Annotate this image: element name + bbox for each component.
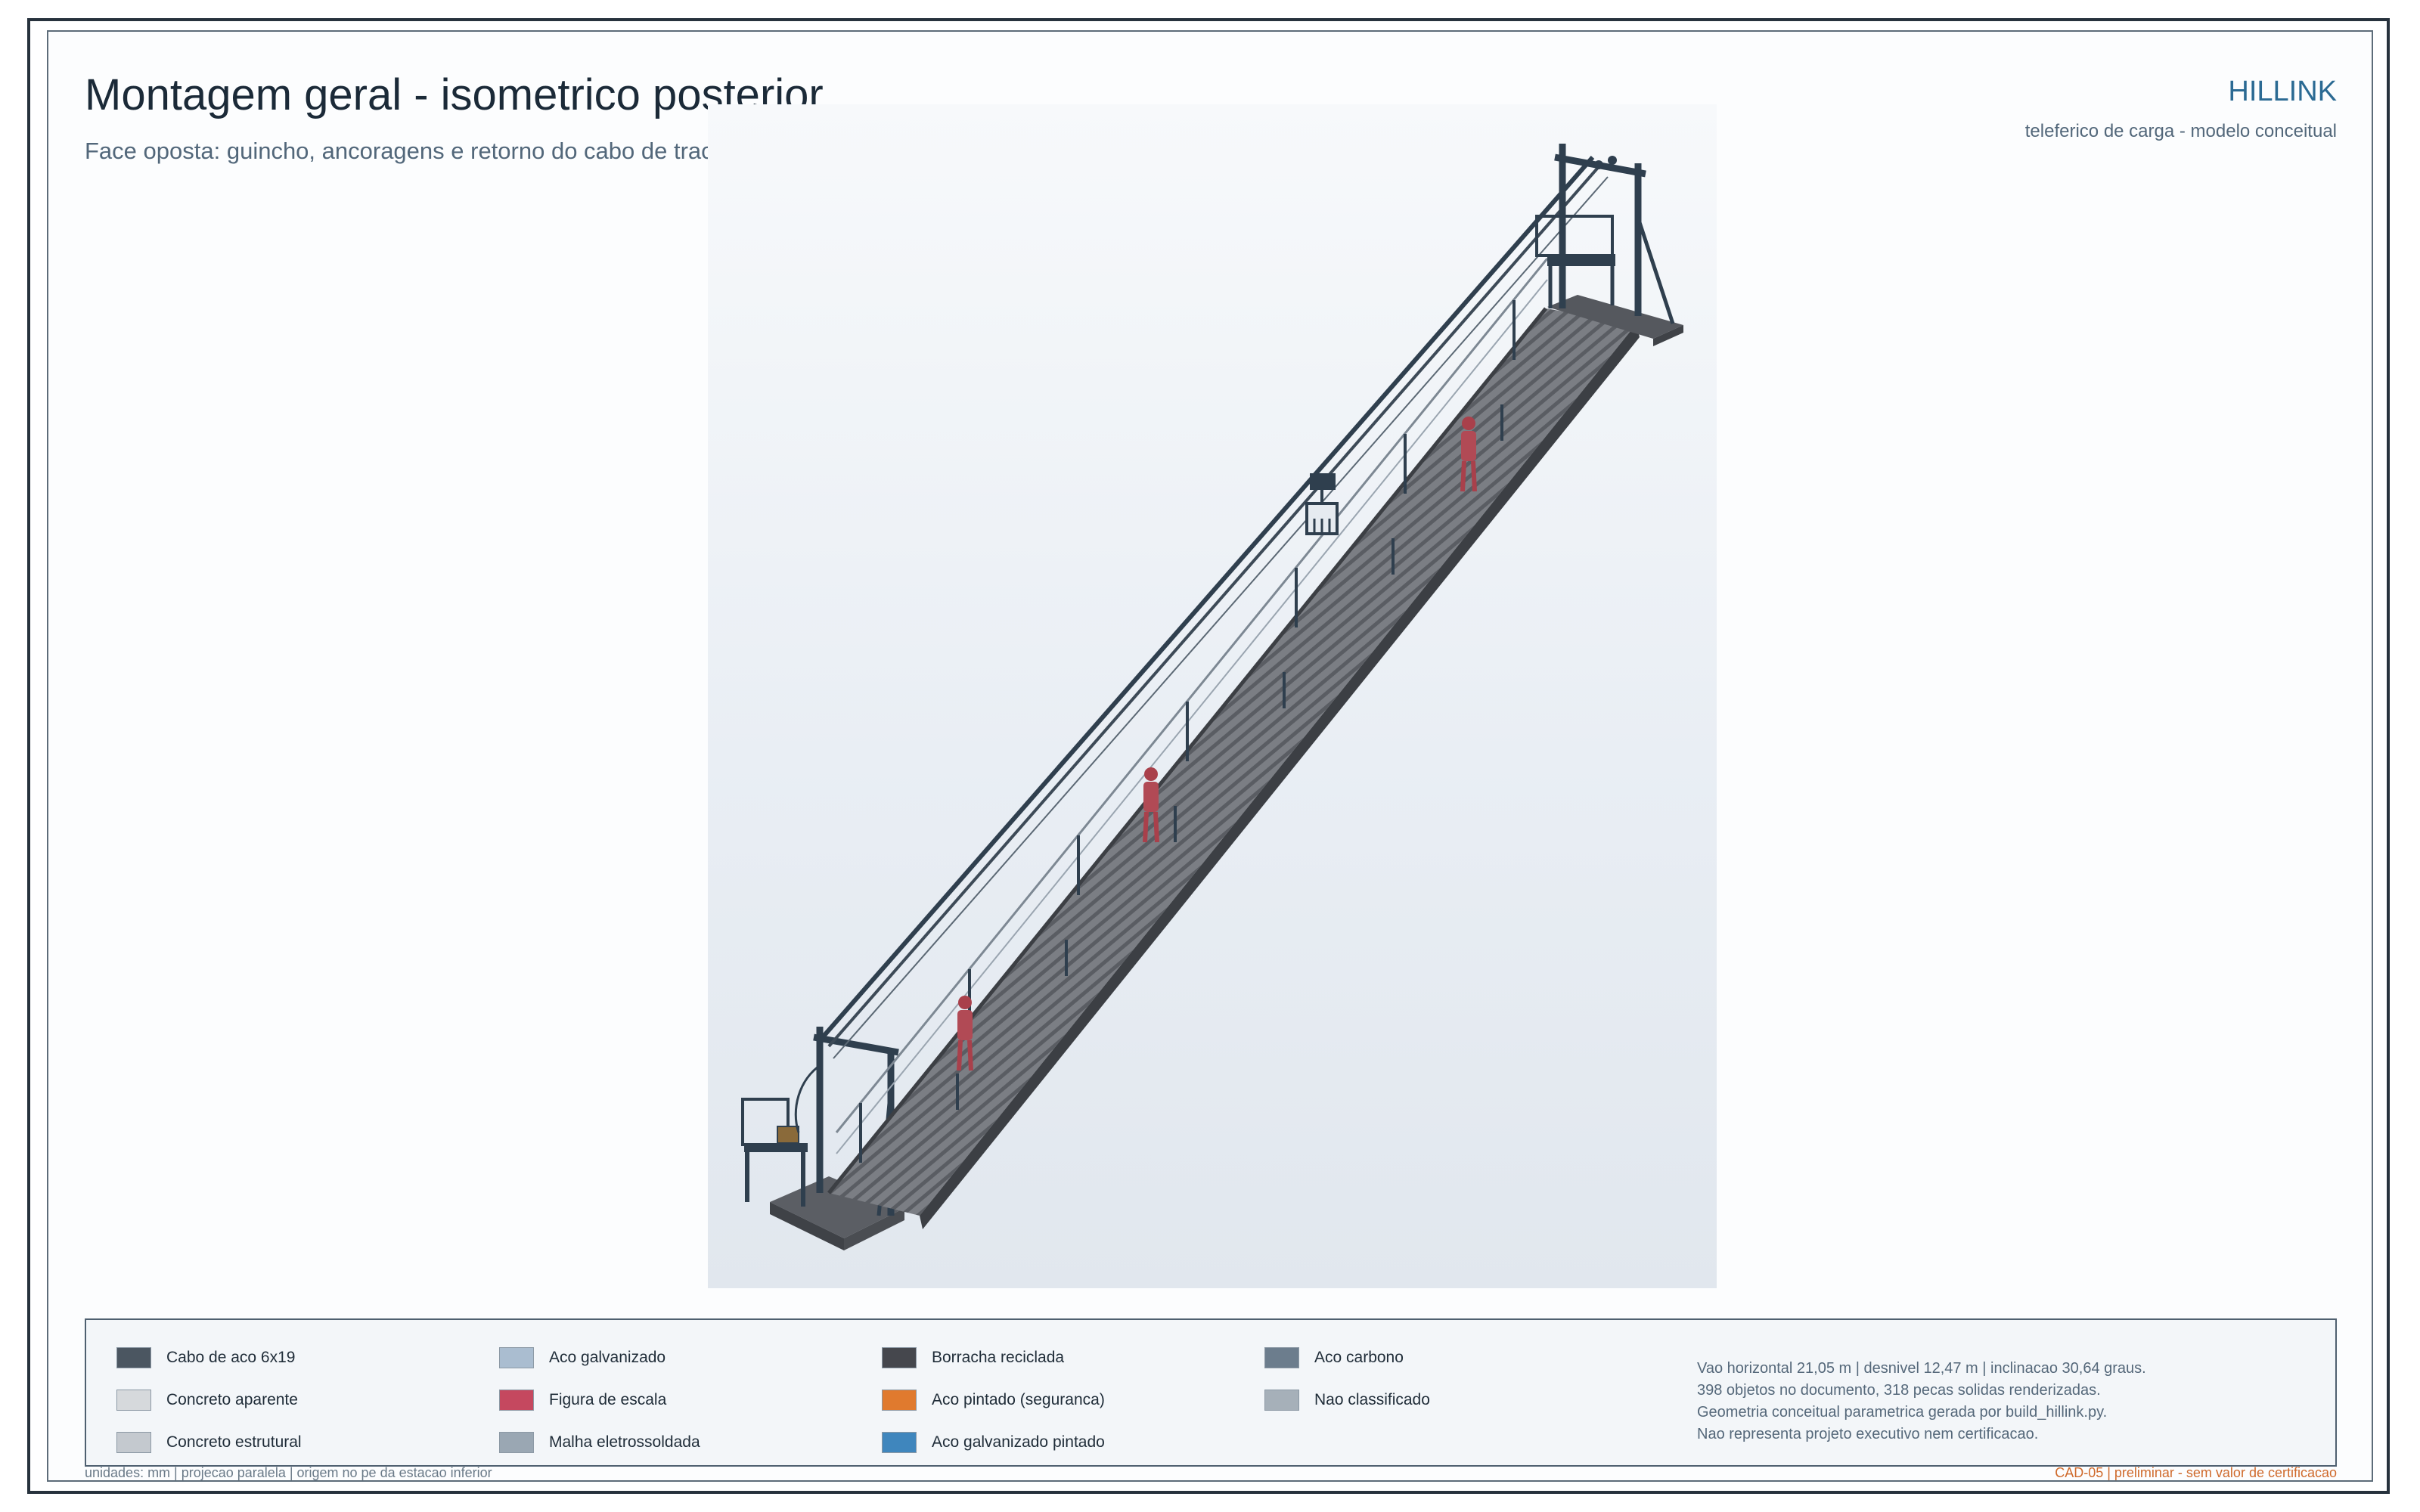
legend-swatch: [882, 1390, 917, 1411]
legend-label: Concreto estrutural: [166, 1433, 302, 1451]
upper-station: [1535, 144, 1683, 346]
stair-treads: [829, 308, 1637, 1216]
legend-item: Concreto estrutural: [116, 1432, 302, 1453]
brand-name: HILLINK: [2228, 76, 2337, 107]
drawing-title: Montagem geral - isometrico posterior: [85, 70, 824, 119]
legend-item: Aco carbono: [1264, 1347, 1404, 1368]
return-cable: [827, 162, 1603, 1048]
legend-item: Figura de escala: [499, 1390, 666, 1411]
legend-swatch: [1264, 1390, 1299, 1411]
handrail: [835, 258, 1549, 1163]
legend-item: Nao classificado: [1264, 1390, 1430, 1411]
legend-label: Aco galvanizado: [549, 1349, 666, 1366]
legend-item: Aco galvanizado: [499, 1347, 666, 1368]
sheave-1: [1594, 160, 1603, 169]
note-line: 398 objetos no documento, 318 pecas soli…: [1697, 1382, 2101, 1399]
legend-swatch: [116, 1390, 151, 1411]
drawing-subtitle: Face oposta: guincho, ancoragens e retor…: [85, 138, 740, 164]
handrail-mid: [836, 279, 1548, 1154]
legend-swatch: [116, 1432, 151, 1453]
isometric-model-svg: [741, 144, 1683, 1250]
legend-swatch: [499, 1432, 534, 1453]
footer-drawing-code: CAD-05 | preliminar - sem valor de certi…: [2055, 1465, 2337, 1480]
upper-platform-slab: [1547, 295, 1683, 339]
legend-swatch: [499, 1347, 534, 1368]
lower-portal-beam: [813, 1033, 899, 1056]
legend-item: Aco galvanizado pintado: [882, 1432, 1105, 1453]
legend-swatch: [116, 1347, 151, 1368]
winch-motor: [777, 1126, 799, 1144]
sheave-2: [1608, 156, 1617, 165]
legend-swatch: [499, 1390, 534, 1411]
lower-station: [741, 1027, 904, 1250]
cart-trolley: [1310, 473, 1336, 490]
legend-label: Malha eletrossoldada: [549, 1433, 700, 1451]
stair-stringer-lower: [920, 324, 1640, 1229]
legend-label: Concreto aparente: [166, 1391, 298, 1408]
legend-label: Cabo de aco 6x19: [166, 1349, 296, 1366]
legend-label: Aco pintado (seguranca): [932, 1391, 1105, 1408]
legend-label: Aco carbono: [1314, 1349, 1404, 1366]
footer-units: unidades: mm | projecao paralela | orige…: [85, 1465, 492, 1480]
winch-guardrail: [741, 1098, 790, 1146]
legend-label: Figura de escala: [549, 1391, 667, 1408]
legend-label: Aco galvanizado pintado: [932, 1433, 1105, 1451]
legend-item: Aco pintado (seguranca): [882, 1390, 1105, 1411]
isometric-view: [708, 104, 1717, 1288]
brand-subtitle: teleferico de carga - modelo conceitual: [2024, 121, 2337, 141]
scale-figure-middle: [1143, 767, 1159, 843]
traction-cable: [833, 176, 1609, 1059]
upper-guardrail: [1535, 215, 1614, 257]
legend-swatch: [882, 1432, 917, 1453]
scale-figures: [957, 417, 1477, 1071]
drawing-frame-outer: [27, 18, 2390, 1494]
legend-item: Concreto aparente: [116, 1390, 298, 1411]
scale-figure-lower: [957, 996, 973, 1071]
legend-swatch: [882, 1347, 917, 1368]
legend-item: Cabo de aco 6x19: [116, 1347, 295, 1368]
inclined-staircase: [827, 307, 1640, 1229]
handrail-top: [835, 258, 1549, 1133]
note-line: Nao representa projeto executivo nem cer…: [1697, 1426, 2039, 1442]
legend-item: Malha eletrossoldada: [499, 1432, 700, 1453]
traction-cables: [819, 156, 1609, 1059]
cargo-cart: [1305, 473, 1339, 535]
note-line: Geometria conceitual parametrica gerada …: [1697, 1404, 2108, 1421]
scale-figure-upper: [1460, 417, 1477, 492]
legend-panel: Cabo de aco 6x19 Aco galvanizado Borrach…: [85, 1318, 2337, 1467]
legend-label: Borracha reciclada: [932, 1349, 1065, 1366]
legend-label: Nao classificado: [1314, 1391, 1430, 1408]
note-line: Vao horizontal 21,05 m | desnivel 12,47 …: [1697, 1360, 2146, 1377]
drawing-notes: Vao horizontal 21,05 m | desnivel 12,47 …: [1697, 1358, 2317, 1445]
legend-item: Borracha reciclada: [882, 1347, 1064, 1368]
legend-swatch: [1264, 1347, 1299, 1368]
carrying-cable: [819, 156, 1595, 1040]
